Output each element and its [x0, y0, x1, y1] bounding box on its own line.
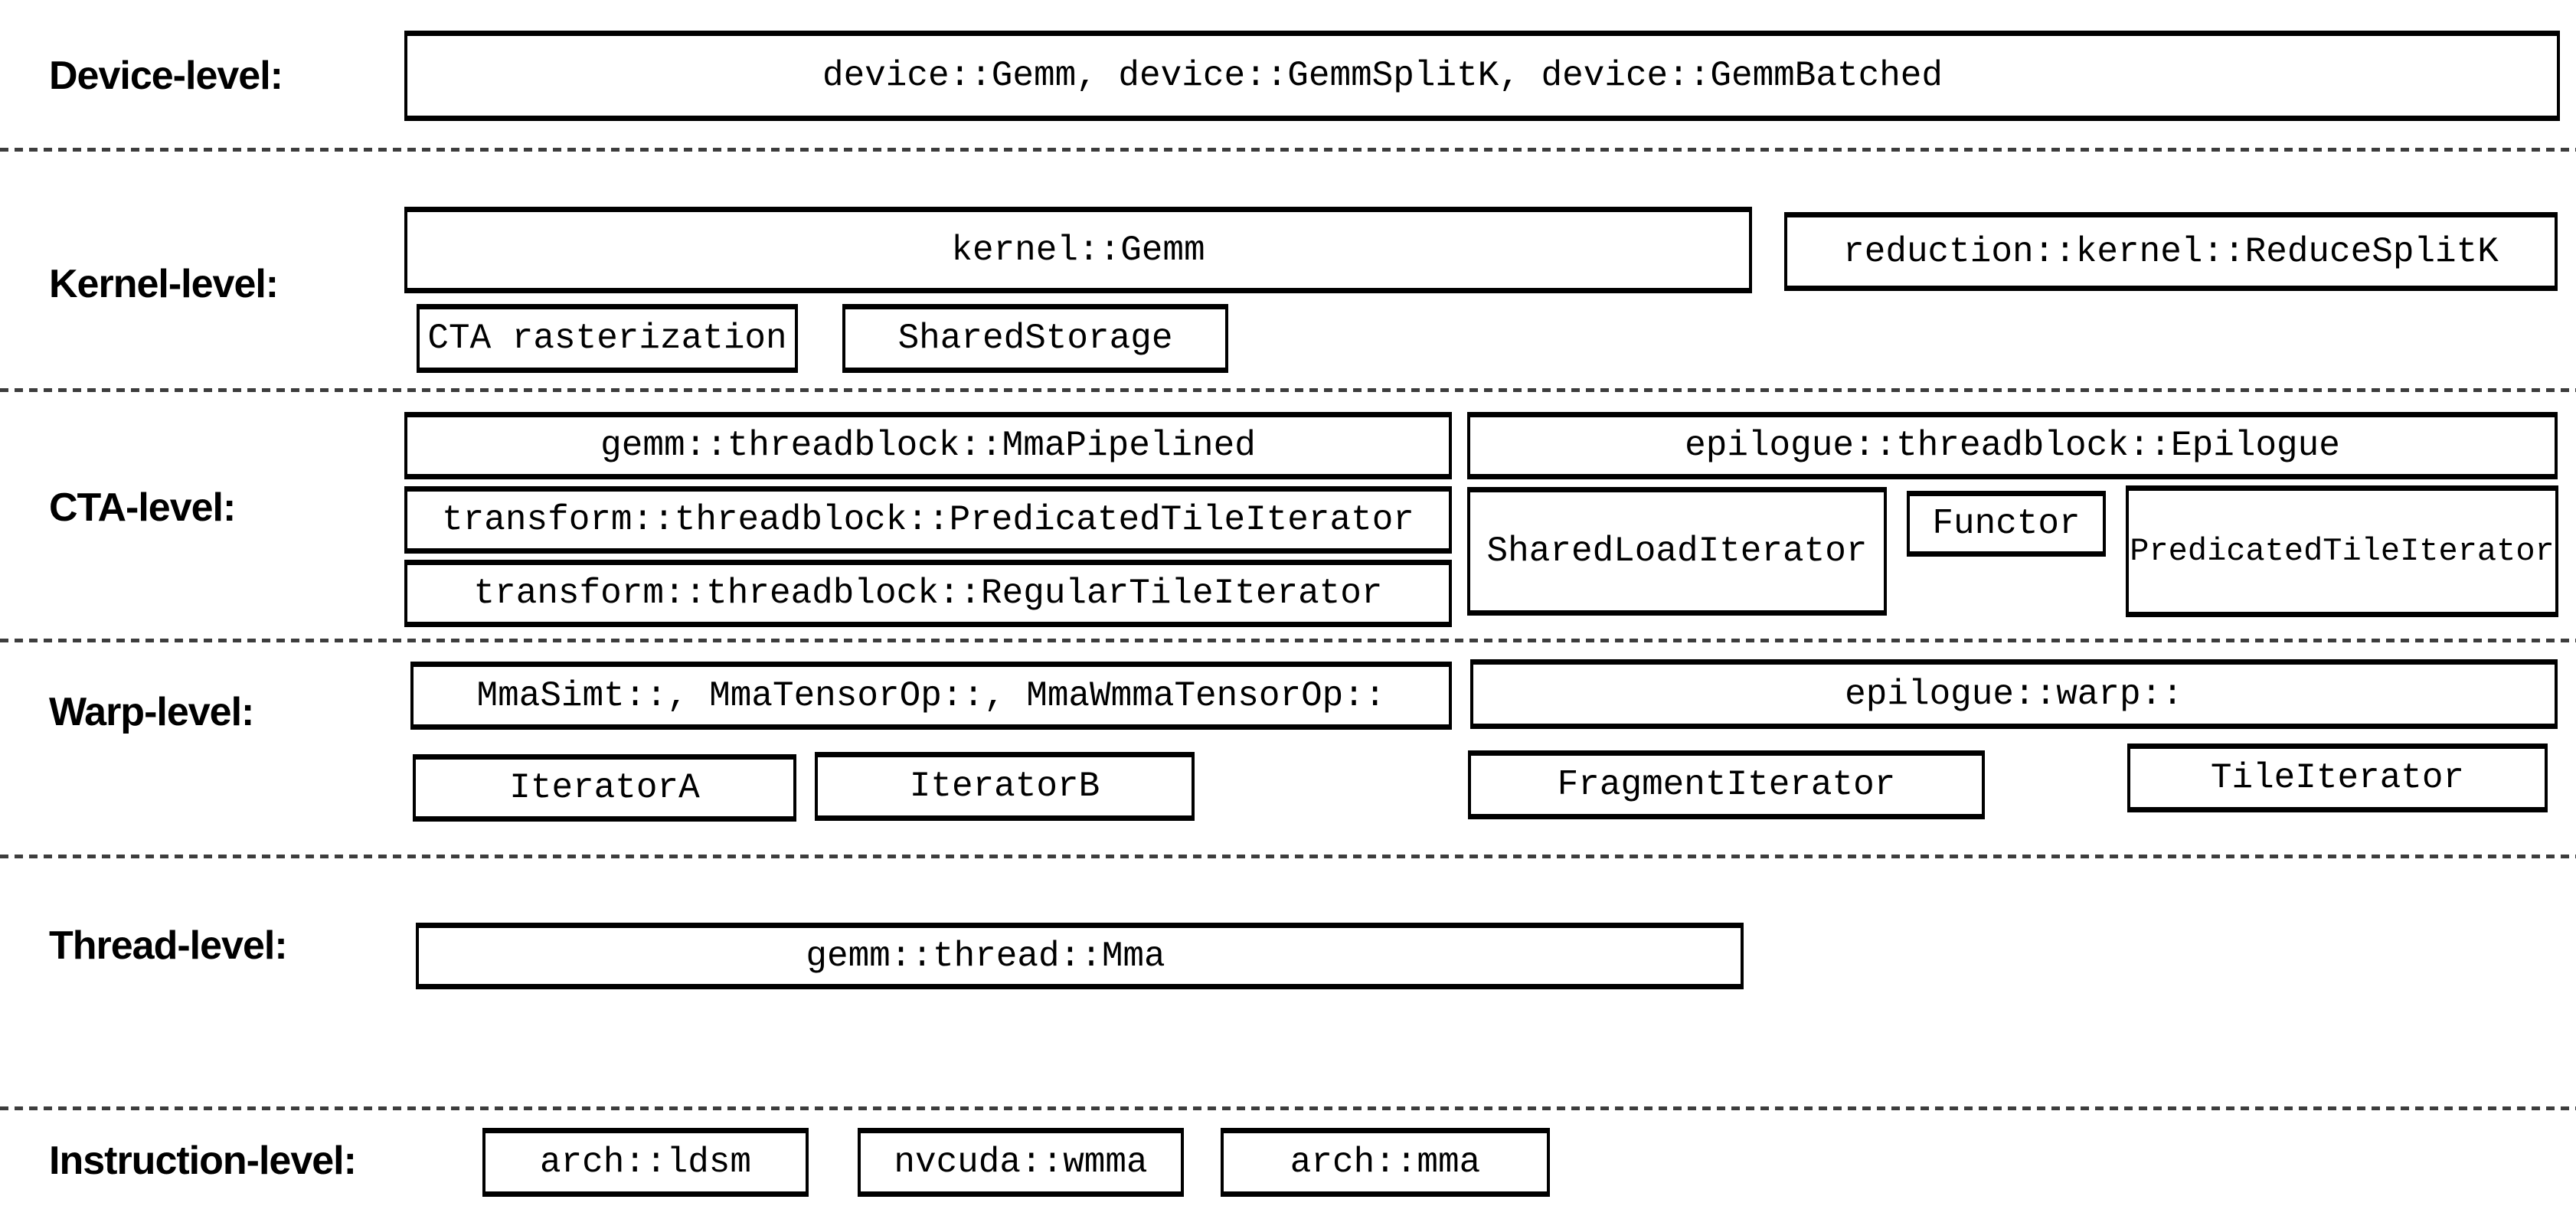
level-separator: [0, 388, 2576, 392]
box-epilogue-predicated-tile-iterator: PredicatedTileIterator: [2126, 485, 2558, 617]
box-epilogue-threadblock-epilogue: epilogue::threadblock::Epilogue: [1467, 412, 2558, 479]
box-gemm-thread-mma: gemm::thread::Mma: [416, 923, 1744, 989]
box-iterator-b: IteratorB: [815, 752, 1195, 821]
level-separator: [0, 855, 2576, 858]
label-device-level: Device-level:: [49, 54, 283, 98]
box-transform-regular-tile-iterator: transform::threadblock::RegularTileItera…: [404, 560, 1452, 627]
label-cta-level: CTA-level:: [49, 485, 236, 530]
box-tile-iterator: TileIterator: [2127, 743, 2548, 812]
level-separator: [0, 148, 2576, 152]
box-arch-mma: arch::mma: [1221, 1128, 1550, 1197]
box-warp-mma-variants: MmaSimt::, MmaTensorOp::, MmaWmmaTensorO…: [410, 662, 1452, 730]
box-arch-ldsm: arch::ldsm: [482, 1128, 809, 1197]
label-instruction-level: Instruction-level:: [49, 1139, 357, 1183]
level-separator: [0, 1106, 2576, 1110]
box-shared-storage: SharedStorage: [842, 304, 1228, 373]
box-transform-predicated-tile-iterator: transform::threadblock::PredicatedTileIt…: [404, 486, 1452, 554]
box-cta-rasterization: CTA rasterization: [417, 304, 798, 373]
box-kernel-gemm: kernel::Gemm: [404, 207, 1752, 293]
label-kernel-level: Kernel-level:: [49, 262, 279, 306]
box-iterator-a: IteratorA: [413, 754, 796, 822]
box-device-gemm-apis: device::Gemm, device::GemmSplitK, device…: [404, 31, 2560, 121]
box-epilogue-warp: epilogue::warp::: [1470, 659, 2558, 729]
label-thread-level: Thread-level:: [49, 923, 288, 968]
level-separator: [0, 639, 2576, 642]
box-shared-load-iterator: SharedLoadIterator: [1467, 487, 1887, 616]
box-reduction-kernel-reduce-splitk: reduction::kernel::ReduceSplitK: [1784, 212, 2558, 291]
box-fragment-iterator: FragmentIterator: [1468, 750, 1985, 819]
box-nvcuda-wmma: nvcuda::wmma: [858, 1128, 1184, 1197]
label-warp-level: Warp-level:: [49, 690, 254, 734]
box-functor: Functor: [1907, 491, 2106, 557]
box-gemm-threadblock-mma-pipelined: gemm::threadblock::MmaPipelined: [404, 412, 1452, 479]
